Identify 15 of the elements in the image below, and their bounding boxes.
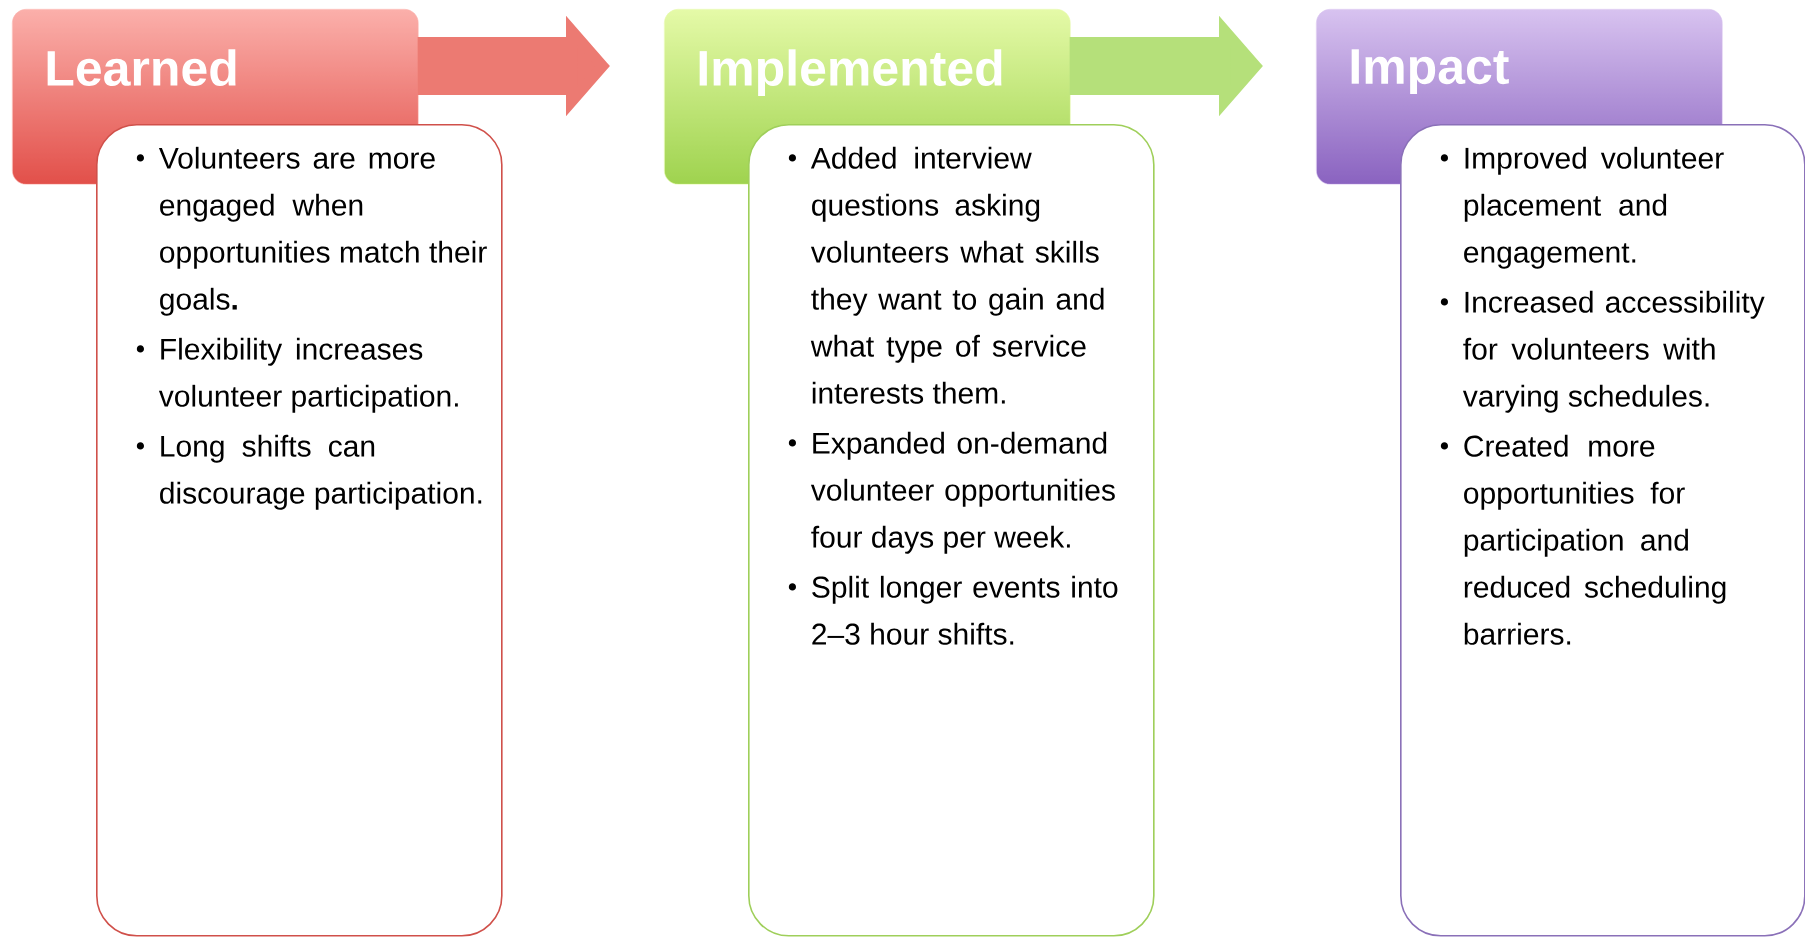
heading: Impact (1351, 49, 1509, 95)
bullet-text: Created more opportunities for participation and reduced scheduling barriers. (1440, 434, 1726, 645)
bullet-text: Added interview questions asking volunteers what skills they want to gain and what type of service interests them. (788, 146, 1104, 404)
bullet-text: Expanded on-demand volunteer opportunities four days per week. (788, 431, 1115, 554)
bullet-text: Flexibility increases volunteer participation. (136, 337, 458, 413)
bullet-text: Volunteers are more engaged when opportunities match their goals. (136, 146, 487, 316)
heading: Implemented (699, 49, 1002, 96)
content-box (96, 124, 503, 937)
bullet-text: Increased accessibility for volunteers with varying schedules. (1440, 290, 1765, 413)
bullet-text: Long shifts can discourage participation. (136, 434, 482, 510)
content-box (1400, 124, 1805, 937)
bullet-text: Improved volunteer placement and engagement. (1440, 146, 1724, 269)
heading: Learned (47, 49, 236, 86)
content-box (748, 124, 1155, 937)
bullet-text: Split longer events into 2–3 hour shifts. (788, 575, 1118, 645)
